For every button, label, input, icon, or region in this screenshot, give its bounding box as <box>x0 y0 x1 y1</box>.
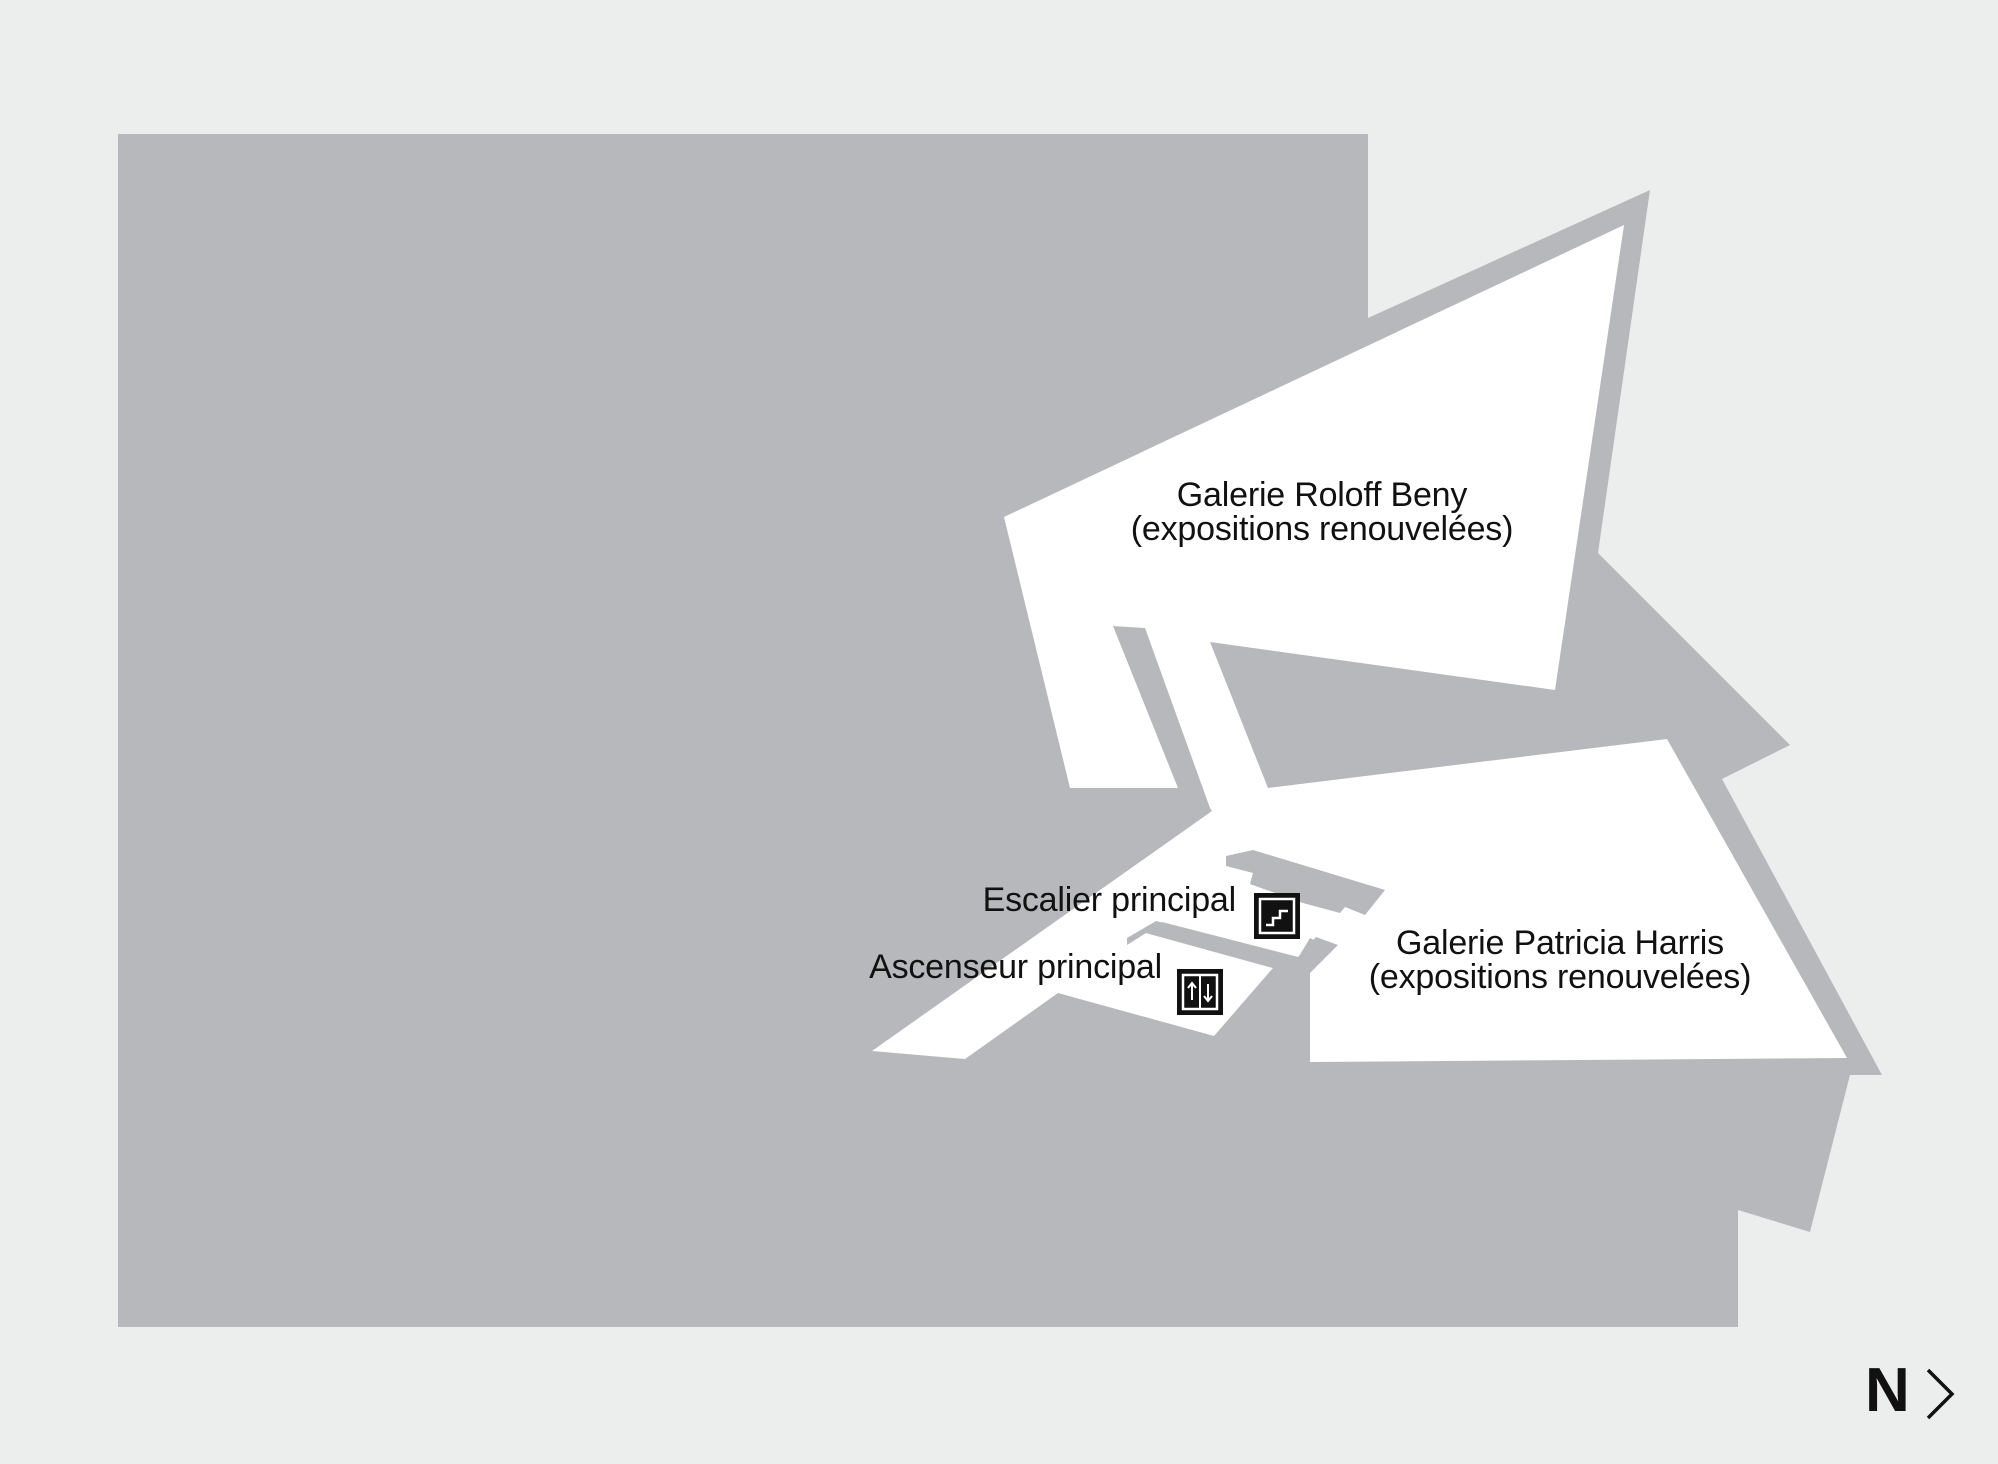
poi-label-ascenseur[interactable]: Ascenseur principal <box>869 948 1162 986</box>
room-galerie-roloff-beny[interactable] <box>872 225 1847 1062</box>
room-name: Galerie Roloff Beny <box>1176 476 1468 514</box>
room-subtitle: (expositions renouvelées) <box>1368 958 1752 996</box>
stair-core-wall <box>1226 850 1385 915</box>
chevron-right-icon <box>1926 1368 1955 1420</box>
stairs-icon[interactable] <box>1254 893 1300 939</box>
room-label-galerie-patricia-harris: Galerie Patricia Harris (expositions ren… <box>1368 924 1752 996</box>
elevator-core-wall <box>1127 921 1320 968</box>
room-label-galerie-roloff-beny: Galerie Roloff Beny (expositions renouve… <box>1130 476 1514 548</box>
elevator-icon[interactable] <box>1177 969 1223 1015</box>
building-footprint <box>118 134 1882 1327</box>
room-subtitle: (expositions renouvelées) <box>1130 510 1514 548</box>
compass-north-label: N <box>1865 1356 1910 1425</box>
poi-label-escalier[interactable]: Escalier principal <box>982 881 1237 919</box>
room-name: Galerie Patricia Harris <box>1396 924 1724 962</box>
